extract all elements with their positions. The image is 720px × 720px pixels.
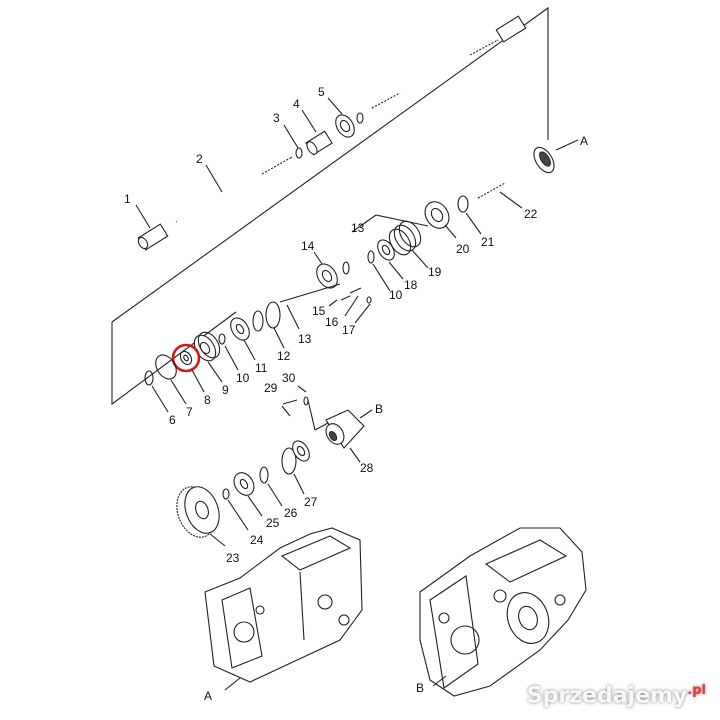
part-28-housing bbox=[325, 409, 365, 449]
label-part-15: 15 bbox=[312, 304, 326, 318]
part-14-gear bbox=[316, 263, 338, 289]
label-part-30: 30 bbox=[282, 371, 296, 385]
part-20-hub bbox=[424, 201, 450, 229]
part-bearing-lower bbox=[292, 440, 310, 462]
part-4-bushing bbox=[305, 130, 333, 156]
label-part-1: 1 bbox=[124, 192, 131, 206]
watermark-logo: Sprzedajemy.pl bbox=[526, 682, 706, 708]
label-part-9: 9 bbox=[222, 383, 229, 397]
label-part-19: 19 bbox=[428, 265, 442, 279]
part-29-bolt bbox=[281, 405, 291, 417]
part-26-ring bbox=[259, 466, 269, 484]
label-part-21: 21 bbox=[481, 235, 495, 249]
label-part-4: 4 bbox=[293, 97, 300, 111]
label-part-10a: 10 bbox=[236, 371, 250, 385]
label-part-29: 29 bbox=[264, 381, 278, 395]
part-27-snap-ring bbox=[281, 447, 297, 475]
label-part-23: 23 bbox=[226, 551, 240, 565]
part-8-highlight-circle bbox=[171, 343, 201, 373]
label-part-12: 12 bbox=[277, 349, 291, 363]
ref-label-b-mid: B bbox=[375, 402, 383, 416]
upper-sleeve bbox=[495, 15, 527, 43]
part-10-ring-upper bbox=[367, 250, 375, 264]
parts-15-17-pins bbox=[340, 287, 372, 304]
label-part-8: 8 bbox=[204, 393, 211, 407]
part-11-bearing bbox=[230, 317, 250, 341]
ref-label-a-top: A bbox=[580, 134, 588, 148]
part-2-shaft bbox=[175, 155, 293, 224]
assembly-frame bbox=[111, 6, 549, 323]
label-part-7: 7 bbox=[186, 405, 193, 419]
ref-label-b-bottom: B bbox=[416, 681, 424, 695]
part-5-bearing bbox=[335, 114, 355, 138]
label-part-28: 28 bbox=[360, 461, 374, 475]
transmission-housing-b bbox=[419, 527, 587, 697]
part-7-washer bbox=[155, 354, 177, 380]
transmission-housing-a bbox=[204, 527, 363, 683]
part-25-bearing bbox=[233, 472, 255, 496]
part-13-ring-upper bbox=[342, 261, 350, 275]
part-10-ring-lower bbox=[218, 333, 226, 345]
label-part-11: 11 bbox=[255, 361, 268, 375]
part-6-snap-ring bbox=[144, 370, 154, 386]
upper-shaft bbox=[371, 38, 499, 110]
part-8-bearing bbox=[179, 350, 193, 366]
label-part-24: 24 bbox=[250, 533, 264, 547]
label-part-20: 20 bbox=[456, 242, 470, 256]
label-part-6: 6 bbox=[169, 413, 176, 427]
label-part-22: 22 bbox=[524, 207, 538, 221]
part-22-input-shaft bbox=[477, 146, 555, 201]
label-part-13b: 13 bbox=[351, 221, 365, 235]
label-part-26: 26 bbox=[284, 506, 298, 520]
label-part-16: 16 bbox=[325, 315, 339, 329]
label-part-14: 14 bbox=[301, 239, 315, 253]
label-part-5: 5 bbox=[318, 85, 325, 99]
part-ring-small bbox=[356, 112, 364, 124]
part-12-snap-ring bbox=[265, 301, 281, 329]
label-part-18: 18 bbox=[404, 278, 418, 292]
part-24-ring bbox=[222, 488, 230, 500]
part-13-ring-lower bbox=[252, 310, 264, 332]
label-part-13a: 13 bbox=[298, 332, 312, 346]
part-3-ring bbox=[295, 147, 303, 159]
part-30-ring bbox=[303, 396, 309, 406]
part-23-large-gear bbox=[176, 486, 220, 538]
label-part-2: 2 bbox=[196, 152, 203, 166]
part-18-bearing bbox=[377, 239, 395, 261]
label-part-17: 17 bbox=[342, 323, 356, 337]
label-part-10b: 10 bbox=[389, 288, 403, 302]
part-21-ring bbox=[457, 195, 469, 213]
label-part-3: 3 bbox=[273, 111, 280, 125]
part-1-sleeve bbox=[137, 223, 169, 251]
label-part-27: 27 bbox=[304, 495, 318, 509]
label-part-25: 25 bbox=[266, 516, 280, 530]
ref-label-a-bottom: A bbox=[204, 689, 212, 703]
